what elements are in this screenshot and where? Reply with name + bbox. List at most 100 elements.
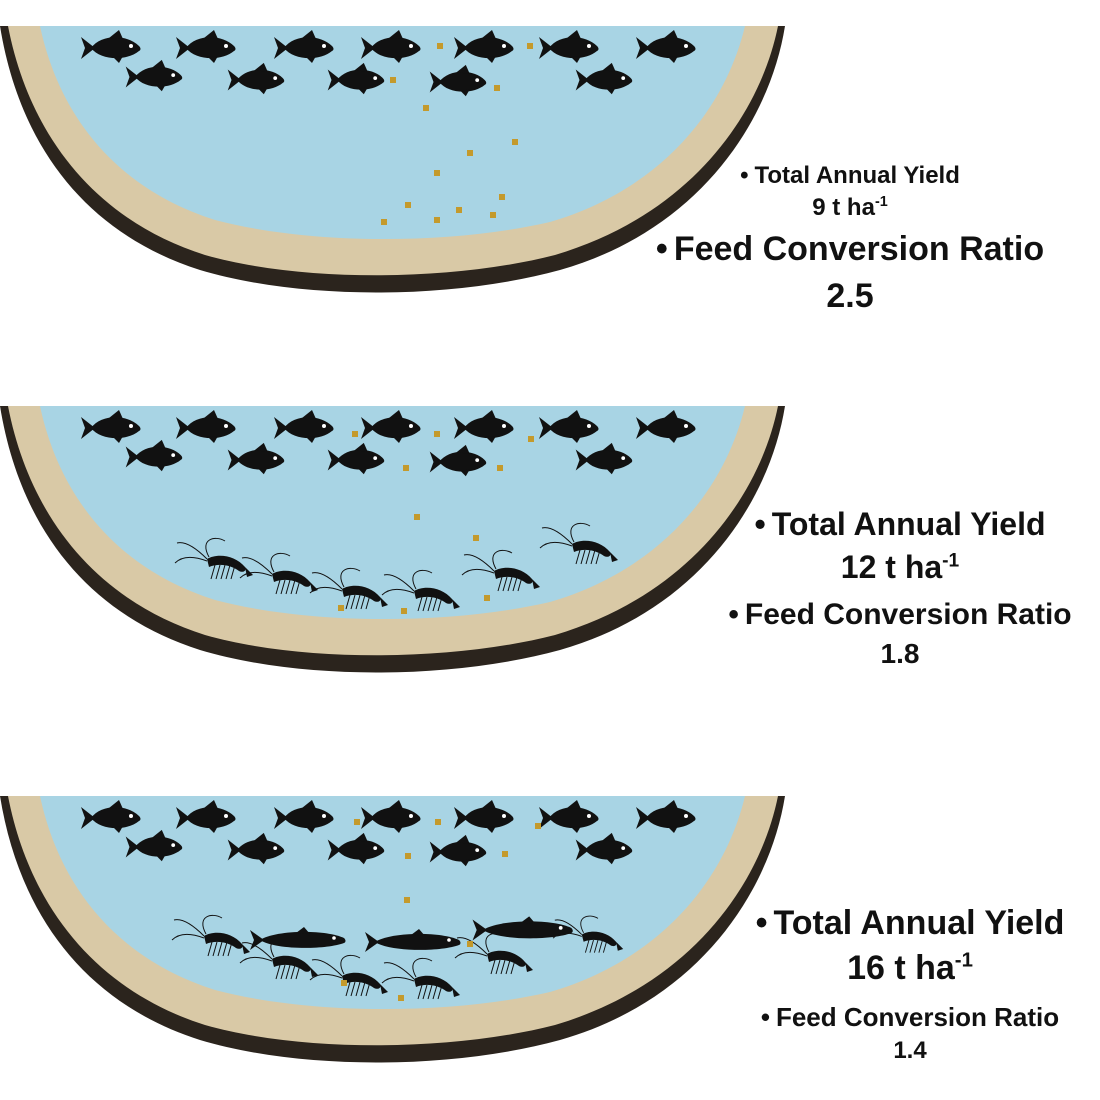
feed-pellet-icon	[434, 170, 440, 176]
pond-panel-1: •Total Annual Yield 9 t ha-1 •Feed Conve…	[0, 0, 1100, 340]
pond-1-diagram	[0, 26, 785, 293]
fish-icon	[176, 30, 236, 63]
feed-pellet-icon	[512, 139, 518, 145]
bottom-fish-icon	[365, 929, 461, 952]
fcr-label: Feed Conversion Ratio	[744, 598, 1072, 631]
feed-pellet-icon	[404, 897, 410, 903]
fcr-line: •Feed Conversion Ratio	[700, 598, 1100, 632]
feed-pellet-icon	[490, 212, 496, 218]
pond-2-diagram	[0, 406, 785, 673]
bottom-fish-layer	[250, 916, 573, 952]
bottom-fish-icon	[250, 927, 346, 950]
yield-line: •Total Annual Yield	[600, 162, 1100, 190]
fish-icon	[125, 439, 183, 472]
feed-pellet-icon	[456, 207, 462, 213]
yield-value-line: 12 t ha-1	[700, 549, 1100, 586]
fcr-value: 2.5	[826, 277, 874, 315]
fish-icon	[636, 800, 696, 833]
feed-pellet-icon	[405, 202, 411, 208]
yield-line: •Total Annual Yield	[720, 904, 1100, 943]
bullet-icon: •	[728, 598, 739, 631]
fish-icon	[227, 62, 285, 95]
bullet-icon: •	[755, 904, 768, 942]
yield-line: •Total Annual Yield	[700, 506, 1100, 543]
shrimp-icon	[381, 957, 460, 1000]
feed-pellet-icon	[527, 43, 533, 49]
feed-pellet-icon	[467, 150, 473, 156]
fish-icon	[227, 442, 285, 475]
pond-1-stats: •Total Annual Yield 9 t ha-1 •Feed Conve…	[600, 162, 1100, 316]
shrimp-icon	[381, 569, 460, 612]
fish-icon	[125, 59, 183, 92]
fish-icon	[274, 410, 334, 443]
yield-exponent: -1	[942, 550, 960, 572]
bullet-icon: •	[655, 230, 668, 268]
fish-icon	[454, 30, 514, 63]
feed-pellet-icon	[352, 431, 358, 437]
feed-pellet-icon	[435, 819, 441, 825]
feed-pellet-icon	[403, 465, 409, 471]
shrimp-icon	[171, 914, 250, 957]
feed-pellet-icon	[381, 219, 387, 225]
fish-layer	[81, 800, 696, 867]
shrimp-icon	[461, 549, 540, 592]
feed-pellet-icon	[414, 514, 420, 520]
feed-pellet-icon	[473, 535, 479, 541]
fish-icon	[429, 834, 487, 867]
shrimp-layer	[174, 522, 618, 612]
yield-label: Total Annual Yield	[771, 506, 1046, 542]
feed-pellet-icon	[535, 823, 541, 829]
feed-pellet-icon	[437, 43, 443, 49]
feed-pellet-icon	[497, 465, 503, 471]
fcr-value: 1.4	[893, 1037, 927, 1064]
fish-icon	[176, 800, 236, 833]
yield-exponent: -1	[874, 194, 888, 210]
fish-icon	[327, 442, 385, 475]
fish-icon	[539, 30, 599, 63]
bullet-icon: •	[740, 162, 749, 189]
feed-pellet-icon	[398, 995, 404, 1001]
shrimp-icon	[309, 954, 388, 997]
fish-icon	[454, 800, 514, 833]
pond-panel-2: •Total Annual Yield 12 t ha-1 •Feed Conv…	[0, 380, 1100, 710]
fish-icon	[429, 444, 487, 477]
fish-icon	[361, 30, 421, 63]
fish-layer	[81, 410, 696, 477]
pond-3-diagram	[0, 796, 785, 1063]
shrimp-icon	[539, 522, 618, 565]
feed-layer	[341, 819, 541, 1001]
yield-exponent: -1	[954, 949, 973, 972]
feed-pellet-icon	[434, 217, 440, 223]
shrimp-icon	[454, 932, 533, 975]
feed-pellet-icon	[499, 194, 505, 200]
yield-label: Total Annual Yield	[754, 162, 960, 189]
fish-icon	[176, 410, 236, 443]
fish-icon	[81, 30, 141, 63]
pond-water	[40, 796, 745, 1010]
feed-pellet-icon	[341, 980, 347, 986]
fish-icon	[454, 410, 514, 443]
fcr-value: 1.8	[880, 638, 920, 669]
pond-water	[40, 406, 745, 620]
bottom-fish-icon	[472, 916, 573, 941]
feed-pellet-icon	[494, 85, 500, 91]
shrimp-layer	[171, 914, 624, 1000]
feed-pellet-icon	[338, 605, 344, 611]
yield-value-line: 16 t ha-1	[720, 949, 1100, 988]
yield-value: 12 t ha	[840, 549, 943, 585]
feed-pellet-icon	[434, 431, 440, 437]
fish-icon	[575, 62, 633, 95]
yield-value-line: 9 t ha-1	[600, 194, 1100, 222]
shrimp-icon	[174, 537, 253, 580]
fish-icon	[274, 800, 334, 833]
fish-icon	[81, 800, 141, 833]
fish-icon	[327, 832, 385, 865]
fish-icon	[575, 442, 633, 475]
fish-icon	[429, 64, 487, 97]
fish-icon	[539, 410, 599, 443]
bullet-icon: •	[754, 506, 766, 542]
fcr-label: Feed Conversion Ratio	[673, 230, 1045, 268]
yield-label: Total Annual Yield	[773, 904, 1065, 942]
feed-pellet-icon	[467, 941, 473, 947]
fish-icon	[575, 832, 633, 865]
